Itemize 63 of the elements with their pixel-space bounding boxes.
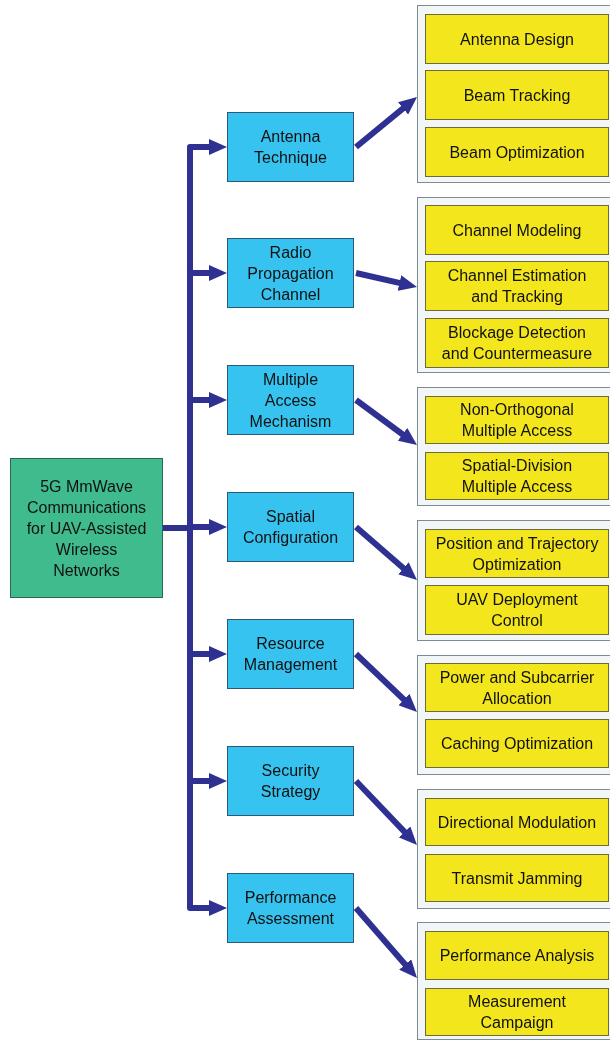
subtopic-box bbox=[425, 663, 609, 712]
category-box bbox=[227, 112, 354, 182]
group-panel bbox=[417, 5, 610, 183]
subtopic-box bbox=[425, 854, 609, 902]
subtopic-box bbox=[425, 205, 609, 255]
node-label: Antenna Technique bbox=[253, 127, 328, 168]
node-label: Multiple Access Mechanism bbox=[248, 369, 333, 432]
arrow bbox=[354, 397, 417, 445]
node-label: Transmit Jamming bbox=[451, 868, 583, 889]
category-box bbox=[227, 238, 354, 308]
node-label: Power and Subcarrier Allocation bbox=[438, 667, 596, 709]
node-label: Performance Analysis bbox=[439, 946, 595, 966]
subtopic-box bbox=[425, 798, 609, 846]
subtopic-box bbox=[425, 529, 609, 578]
subtopic-box bbox=[425, 14, 609, 64]
arrow bbox=[353, 651, 417, 712]
arrow bbox=[163, 525, 227, 916]
node-label: Resource Management bbox=[242, 634, 339, 675]
node-label: Caching Optimization bbox=[440, 734, 594, 754]
group-panel bbox=[417, 789, 610, 909]
arrow bbox=[354, 97, 417, 150]
subtopic-box bbox=[425, 261, 609, 311]
topic-box bbox=[10, 458, 163, 598]
group-panel bbox=[417, 197, 610, 373]
subtopic-box bbox=[425, 318, 609, 368]
category-box bbox=[227, 746, 354, 816]
group-panel bbox=[417, 520, 610, 641]
node-label: Non-Orthogonal Multiple Access bbox=[459, 400, 575, 441]
subtopic-box bbox=[425, 127, 609, 177]
arrow bbox=[353, 778, 417, 845]
category-box bbox=[227, 492, 354, 562]
subtopic-box bbox=[425, 988, 609, 1036]
subtopic-box bbox=[425, 585, 609, 635]
node-label: Beam Tracking bbox=[463, 85, 571, 106]
node-label: Antenna Design bbox=[460, 29, 574, 50]
node-label: Performance Assessment bbox=[243, 888, 338, 929]
node-label: 5G MmWave Communications for UAV-Assisted Wireless Networks bbox=[25, 476, 148, 581]
subtopic-box bbox=[425, 396, 609, 444]
node-label: UAV Deployment Control bbox=[455, 590, 579, 631]
node-label: Position and Trajectory Optimization bbox=[434, 533, 600, 575]
node-label: Spatial Configuration bbox=[241, 507, 340, 548]
group-panel bbox=[417, 387, 610, 506]
arrow bbox=[353, 906, 417, 978]
category-box bbox=[227, 873, 354, 943]
node-label: Measurement Campaign bbox=[467, 992, 567, 1033]
category-box bbox=[227, 365, 354, 435]
group-panel bbox=[417, 922, 610, 1040]
subtopic-box bbox=[425, 931, 609, 980]
arrow bbox=[354, 524, 417, 580]
node-label: Security Strategy bbox=[259, 761, 322, 802]
node-label: Spatial-Division Multiple Access bbox=[460, 456, 574, 497]
node-label: Blockage Detection and Countermeasure bbox=[440, 323, 594, 364]
arrow bbox=[355, 270, 417, 291]
node-label: Channel Estimation and Tracking bbox=[446, 266, 588, 307]
node-label: Beam Optimization bbox=[449, 142, 585, 163]
subtopic-box bbox=[425, 452, 609, 500]
node-label: Channel Modeling bbox=[452, 220, 582, 241]
node-label: Radio Propagation Channel bbox=[246, 242, 335, 305]
category-box bbox=[227, 619, 354, 689]
group-panel bbox=[417, 655, 610, 775]
subtopic-box bbox=[425, 719, 609, 768]
subtopic-box bbox=[425, 70, 609, 120]
node-label: Directional Modulation bbox=[437, 812, 597, 833]
